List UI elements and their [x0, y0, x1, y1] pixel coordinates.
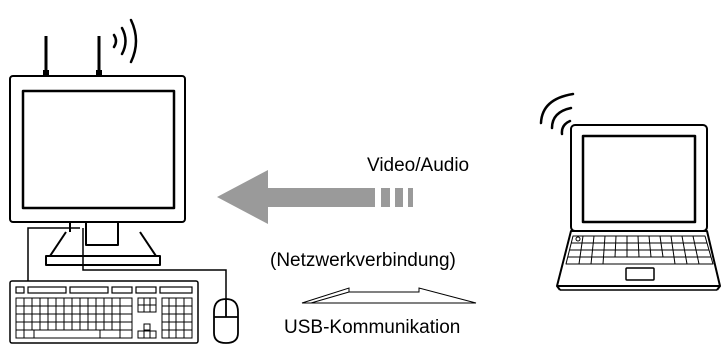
usb-communication-label: USB-Kommunikation	[284, 317, 461, 338]
streaming-arrow-icon	[217, 170, 413, 224]
wifi-signal-icon	[539, 92, 575, 136]
network-connection-label: (Netzwerkverbindung)	[270, 250, 456, 271]
wifi-signal-icon	[112, 18, 138, 64]
double-headed-arrow-icon	[301, 287, 477, 304]
keyboard-icon	[9, 280, 199, 344]
laptop-icon	[556, 124, 721, 291]
peripheral-cables	[27, 227, 227, 299]
mouse-icon	[213, 298, 239, 344]
video-audio-label: Video/Audio	[367, 155, 470, 176]
monitor-with-antennas-icon	[9, 36, 186, 266]
